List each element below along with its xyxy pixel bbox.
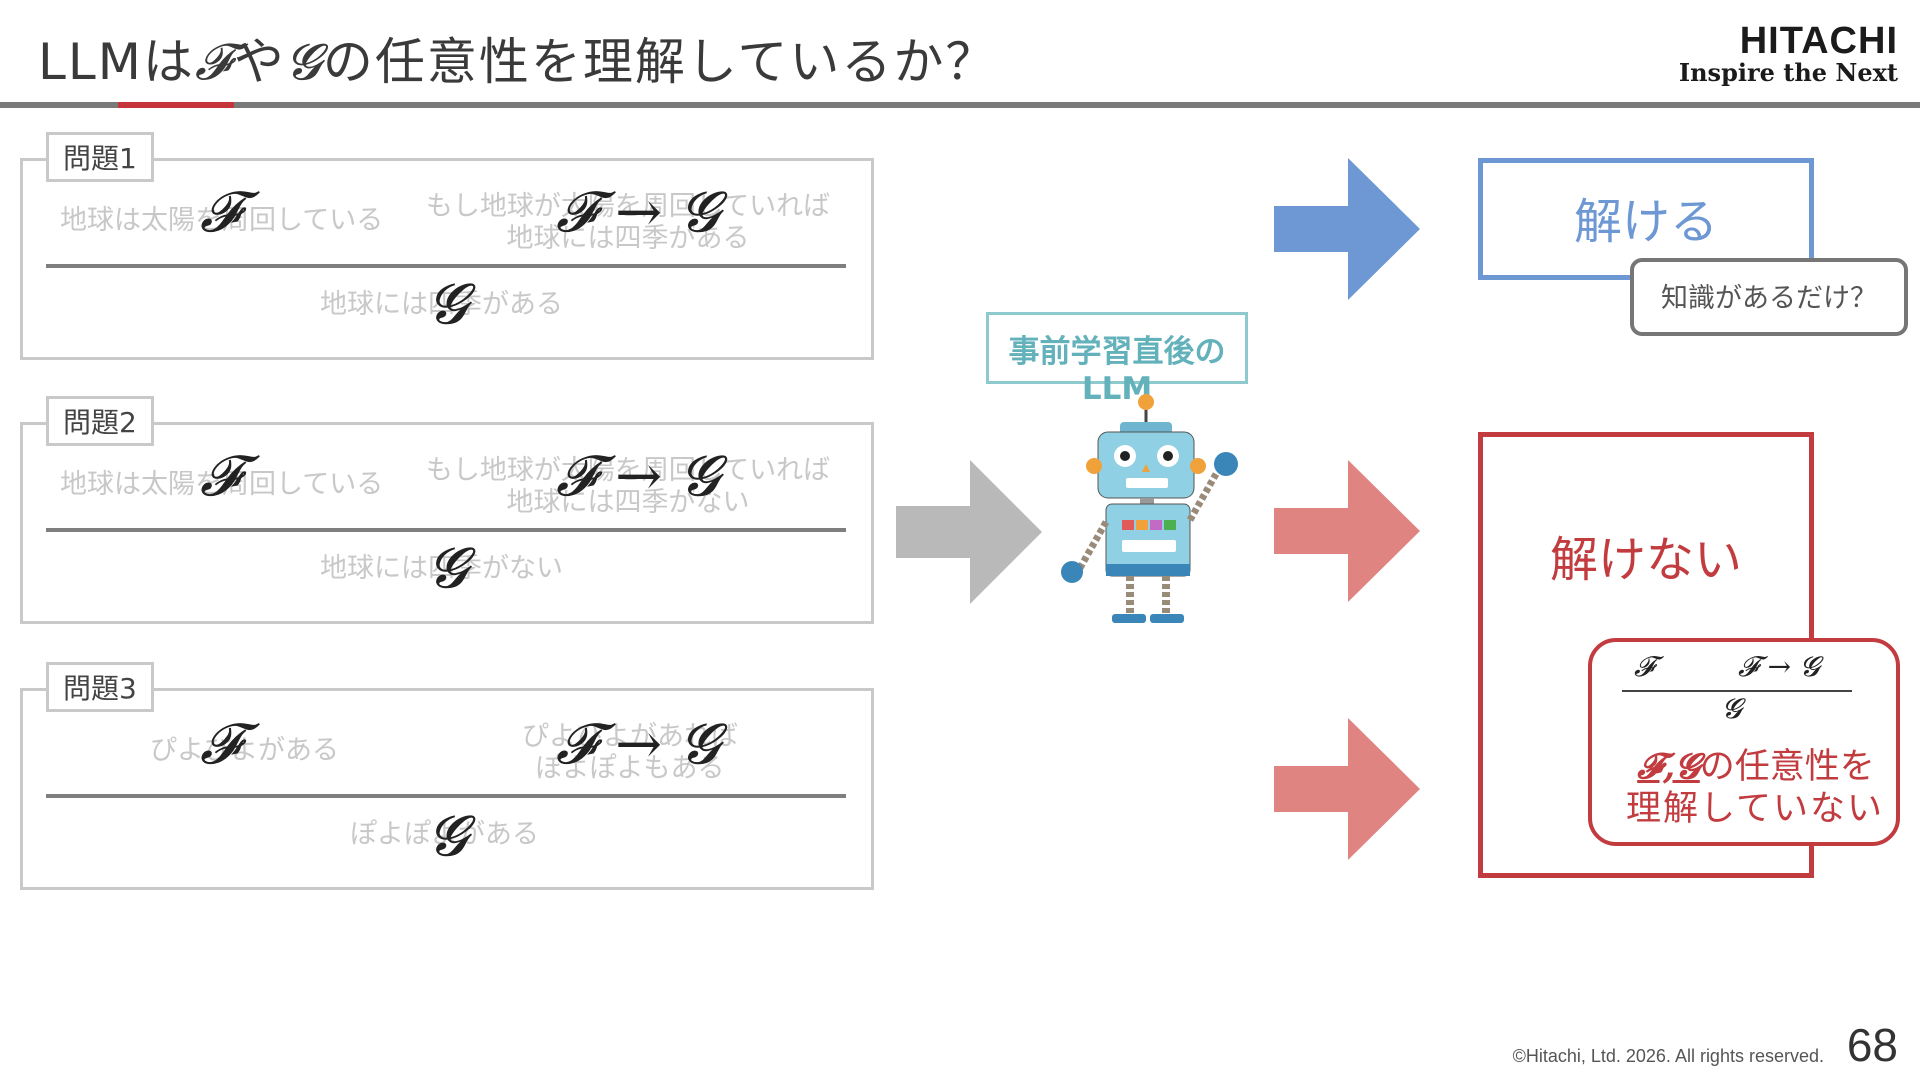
result-unsolvable: 解けない [1478,520,1814,590]
title-ya: や [234,33,286,91]
header-rule [0,102,1920,108]
problem-1-tag: 問題1 [46,132,154,182]
slide-title: LLMは𝓕や𝓖の任意性を理解しているか？ [38,22,997,94]
callout-g: 𝓖 [1722,692,1742,726]
robot-icon [1050,392,1250,632]
output-arrow-red-2 [1274,718,1420,860]
problem-1-f: 𝓕 [200,180,241,246]
problem-1-g: 𝓖 [428,272,467,338]
problem-3-implication: 𝓕 → 𝓖 [556,712,719,778]
page-number: 68 [1847,1018,1898,1072]
problem-1-inference-line [46,264,846,268]
title-prefix: LLMは [38,33,195,91]
problem-3-premise1: ぴよぴよがある [150,728,339,767]
problem-3-f: 𝓕 [200,712,241,778]
callout-f: 𝓕 [1634,650,1655,684]
problem-3-tag: 問題3 [46,662,154,712]
output-arrow-blue [1274,158,1420,300]
header-rule-accent [118,102,234,108]
problem-1-implication: 𝓕 → 𝓖 [556,180,719,246]
input-arrow [896,460,1042,604]
problem-3-g: 𝓖 [428,804,467,870]
title-suffix: の任意性を理解しているか？ [323,33,998,91]
knowledge-callout: 知識があるだけ？ [1630,276,1908,315]
title-g-symbol: 𝓖 [286,33,323,91]
problem-2-g: 𝓖 [428,536,467,602]
result-solvable: 解ける [1478,182,1814,252]
title-f-symbol: 𝓕 [195,33,234,91]
problem-2-f: 𝓕 [200,444,241,510]
copyright: ©Hitachi, Ltd. 2026. All rights reserved… [1513,1046,1824,1067]
hitachi-tagline: Inspire the Next [1679,58,1898,87]
problem-2-implication: 𝓕 → 𝓖 [556,444,719,510]
problem-2-tag: 問題2 [46,396,154,446]
output-arrow-red-1 [1274,460,1420,602]
callout-implication: 𝓕 → 𝓖 [1738,650,1820,684]
problem-2-inference-line [46,528,846,532]
problem-3-inference-line [46,794,846,798]
callout-text-line2: 理解していない [1612,780,1898,831]
hitachi-logo: HITACHI [1740,20,1898,63]
